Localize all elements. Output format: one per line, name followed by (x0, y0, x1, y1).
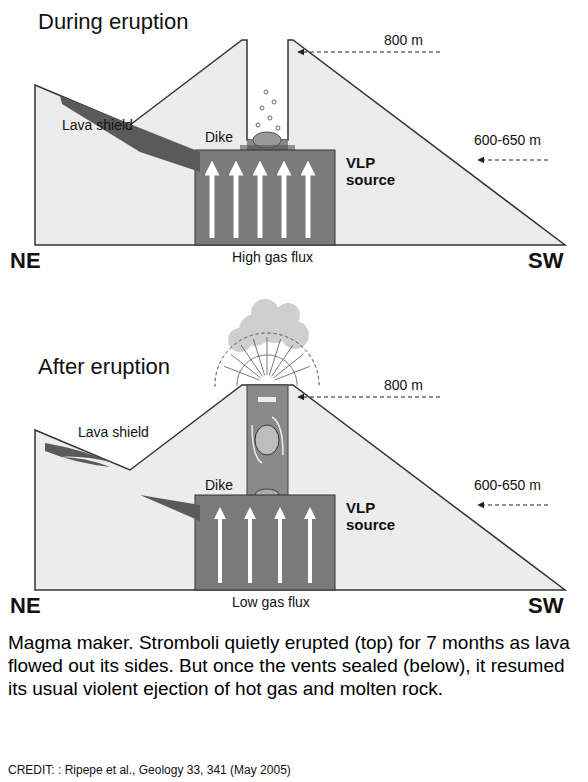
direction-label: SW (528, 249, 563, 273)
eruption-section (35, 40, 565, 245)
height-label: 800 m (384, 33, 423, 48)
magma-chamber (195, 150, 335, 245)
direction-label: NE (10, 594, 41, 618)
flux-label: High gas flux (232, 250, 313, 265)
panel-heading: During eruption (38, 10, 188, 34)
volcano-section (35, 40, 565, 245)
direction-label: NE (10, 249, 41, 273)
part-label: Dike (205, 130, 233, 145)
flux-label: Low gas flux (232, 595, 310, 610)
magma-chamber (195, 495, 335, 590)
height-label: 800 m (384, 378, 423, 393)
panel-heading: After eruption (38, 355, 170, 379)
height-label: 600-650 m (474, 478, 541, 493)
part-label: Dike (205, 478, 233, 493)
source-label: VLP source (346, 500, 408, 533)
part-label: Lava shield (78, 425, 149, 440)
credit-line: CREDIT: : Ripepe et al., Geology 33, 341… (8, 764, 291, 777)
post-eruption-section (35, 299, 565, 590)
part-label: Lava shield (62, 118, 133, 133)
volcano-section (35, 385, 565, 590)
height-label: 600-650 m (474, 133, 541, 148)
direction-label: SW (528, 594, 563, 618)
figure-caption: Magma maker. Stromboli quietly erupted (… (8, 632, 574, 700)
source-label: VLP source (346, 155, 408, 188)
